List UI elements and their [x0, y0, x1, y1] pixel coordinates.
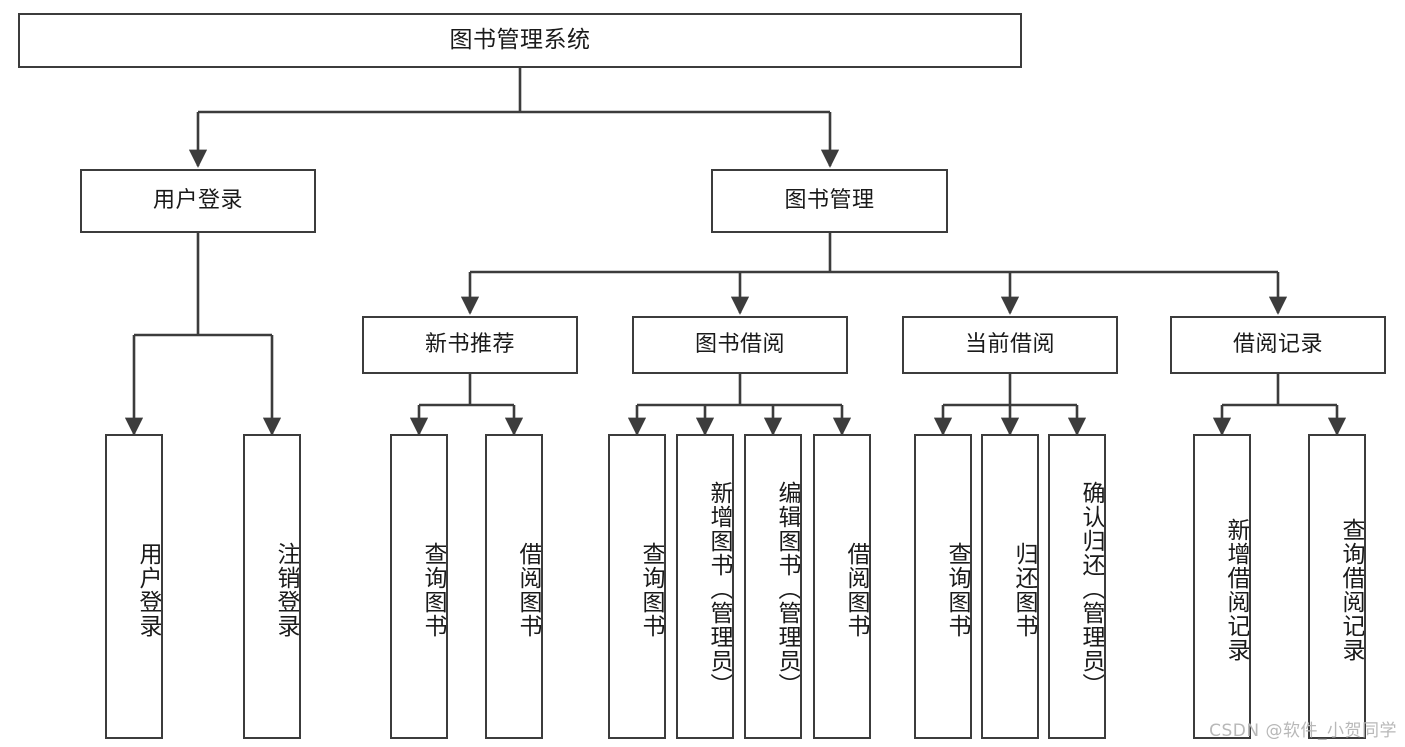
- leaf-borrow-book[interactable]: 借阅图书: [813, 434, 871, 739]
- leaf-edit-book-admin[interactable]: 编辑图书（管理员）: [744, 434, 802, 739]
- leaf-user-login[interactable]: 用户登录: [105, 434, 163, 739]
- leaf-confirm-return-admin[interactable]: 确认归还（管理员）: [1048, 434, 1106, 739]
- leaf-borrow-book-new[interactable]: 借阅图书: [485, 434, 543, 739]
- leaf-query-book-current[interactable]: 查询图书: [914, 434, 972, 739]
- watermark-credit: CSDN @软件_小贺同学: [1209, 721, 1397, 741]
- leaf-add-borrow-record[interactable]: 新增借阅记录: [1193, 434, 1251, 739]
- node-user-login[interactable]: 用户登录: [80, 169, 316, 233]
- node-book-manage[interactable]: 图书管理: [711, 169, 948, 233]
- node-book-borrow[interactable]: 图书借阅: [632, 316, 848, 374]
- leaf-query-borrow-record[interactable]: 查询借阅记录: [1308, 434, 1366, 739]
- leaf-query-book-borrow[interactable]: 查询图书: [608, 434, 666, 739]
- leaf-return-book[interactable]: 归还图书: [981, 434, 1039, 739]
- node-borrow-record[interactable]: 借阅记录: [1170, 316, 1386, 374]
- leaf-add-book-admin[interactable]: 新增图书（管理员）: [676, 434, 734, 739]
- leaf-logout-login[interactable]: 注销登录: [243, 434, 301, 739]
- node-new-book-recommend[interactable]: 新书推荐: [362, 316, 578, 374]
- node-root-system[interactable]: 图书管理系统: [18, 13, 1022, 68]
- leaf-query-book-new[interactable]: 查询图书: [390, 434, 448, 739]
- node-current-borrow[interactable]: 当前借阅: [902, 316, 1118, 374]
